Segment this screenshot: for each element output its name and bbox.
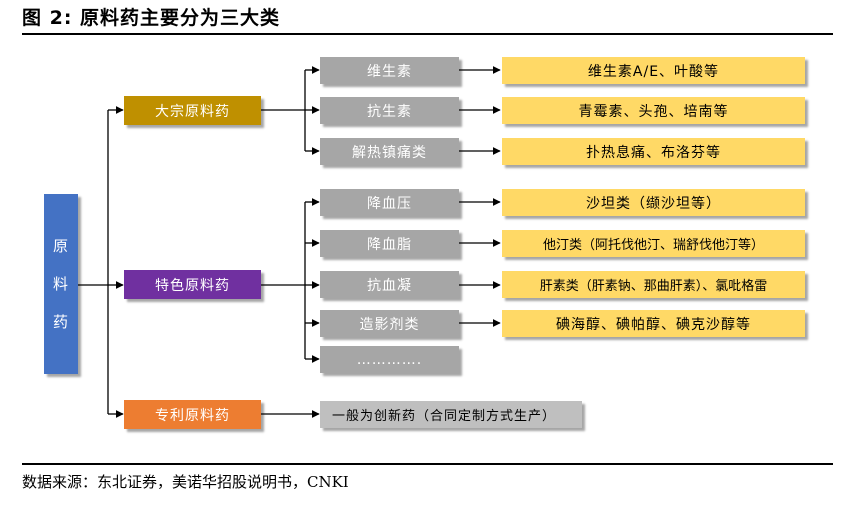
source-rule [22,463,833,465]
category-specialty: 特色原料药 [124,270,261,299]
sub-patent-note: 一般为创新药（合同定制方式生产） [320,401,582,428]
sub-anticoagulant: 抗血凝 [320,271,459,298]
example-blood-pressure: 沙坦类（缬沙坦等） [502,189,805,216]
title-rule [22,33,833,35]
example-anticoagulant: 肝素类（肝素钠、那曲肝素）、氯吡格雷 [502,271,805,298]
category-patent: 专利原料药 [124,400,261,429]
sub-blood-pressure: 降血压 [320,189,459,216]
sub-antibiotic: 抗生素 [320,97,459,124]
figure-title: 图 2: 原料药主要分为三大类 [22,7,281,29]
root-node: 原 料 药 [44,194,78,374]
example-analgesic: 扑热息痛、布洛芬等 [502,138,805,165]
source-note: 数据来源：东北证券，美诺华招股说明书，CNKI [22,473,349,491]
sub-blood-lipid: 降血脂 [320,230,459,257]
sub-vitamin: 维生素 [320,57,459,84]
example-antibiotic: 青霉素、头孢、培南等 [502,97,805,124]
example-vitamin: 维生素A/E、叶酸等 [502,57,805,84]
root-char: 料 [52,275,69,293]
root-char: 原 [52,237,69,255]
sub-more: …………. [320,346,459,373]
sub-contrast-agent: 造影剂类 [320,310,459,337]
root-char: 药 [52,313,69,331]
category-bulk: 大宗原料药 [124,96,261,125]
example-blood-lipid: 他汀类（阿托伐他汀、瑞舒伐他汀等） [502,230,805,257]
example-contrast-agent: 碘海醇、碘帕醇、碘克沙醇等 [502,310,805,337]
sub-analgesic: 解热镇痛类 [320,138,459,165]
